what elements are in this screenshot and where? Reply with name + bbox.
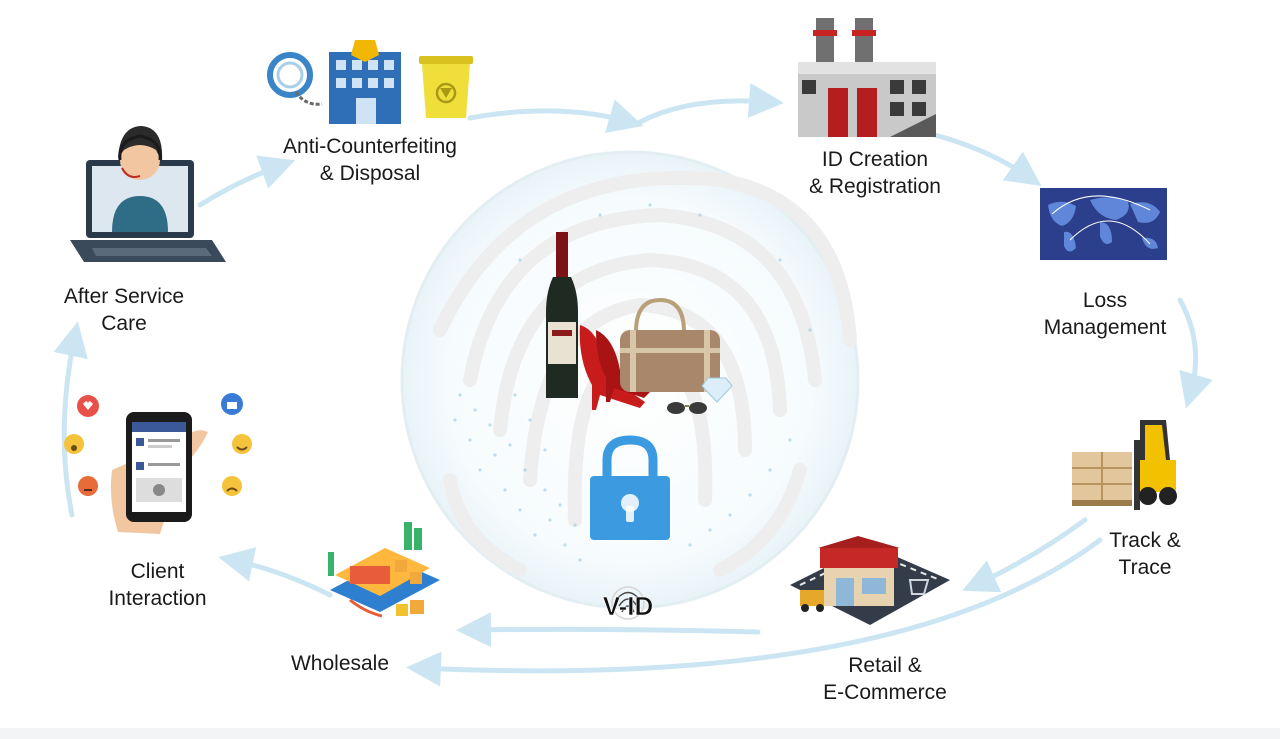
handbag-icon <box>620 297 720 392</box>
arrow-track-to-retail <box>962 517 1088 593</box>
arrow-top-left <box>467 99 644 134</box>
forklift-icon <box>1072 420 1177 510</box>
bottom-edge-strip <box>0 728 1280 739</box>
fingerprint-dots <box>453 203 812 562</box>
recycling-bin-icon <box>419 56 473 118</box>
support-agent-laptop-icon <box>70 126 226 262</box>
police-station-icon <box>329 40 401 124</box>
label-line: Loss <box>1082 289 1128 312</box>
sad-reaction-icon <box>222 476 242 496</box>
wine-bottle-icon <box>546 232 578 398</box>
laugh-reaction-icon <box>232 434 252 454</box>
arrow-retail-to-wholesale <box>456 612 761 648</box>
label-line: Client <box>130 560 185 583</box>
label-line: After Service <box>63 285 185 308</box>
label-line: Track & <box>1109 529 1181 552</box>
vid-logo: V-ID <box>602 586 654 621</box>
arrow-wholesale-to-client <box>218 547 333 598</box>
smartphone-social-icon <box>64 393 252 534</box>
label-line: & Disposal <box>319 162 421 185</box>
stage-label-loss-management: Loss Management <box>1020 287 1190 341</box>
arrow-top-right <box>637 82 784 125</box>
arrow-id-to-loss <box>932 132 1042 187</box>
label-line: Trace <box>1118 556 1172 579</box>
angry-reaction-icon <box>78 476 98 496</box>
wow-reaction-icon <box>64 434 84 454</box>
store-icon <box>790 536 950 625</box>
label-line: E-Commerce <box>823 681 947 704</box>
padlock-icon <box>590 435 670 540</box>
handcuffs-icon <box>267 52 323 106</box>
warehouse-phone-icon <box>328 522 440 618</box>
stage-label-client-interaction: Client Interaction <box>85 558 230 612</box>
stage-label-anti-counterfeiting: Anti-Counterfeiting & Disposal <box>260 133 480 187</box>
fingerprint-hub: V-ID <box>400 150 860 621</box>
label-line: ID Creation <box>821 148 929 171</box>
label-line: Care <box>101 312 147 335</box>
arrow-outer-bottom <box>406 537 1103 687</box>
stage-label-id-creation: ID Creation & Registration <box>780 146 970 200</box>
stage-label-track-trace: Track & Trace <box>1085 527 1205 581</box>
label-line: Management <box>1043 316 1167 339</box>
arrow-after-to-anti <box>197 155 296 208</box>
label-line: Anti-Counterfeiting <box>283 135 457 158</box>
world-map-icon <box>1040 188 1167 260</box>
stage-label-after-service: After Service Care <box>40 283 208 337</box>
vid-logo-text: V-ID <box>603 591 654 621</box>
factory-icon <box>798 18 936 137</box>
label-line: Interaction <box>108 587 207 610</box>
cycle-arrows <box>53 82 1213 687</box>
label-line: Retail & <box>848 654 922 677</box>
fingerprint-mini-icon <box>611 586 645 620</box>
sunglasses-icon <box>667 402 707 414</box>
arrow-client-to-after <box>53 321 88 518</box>
arrow-loss-to-track <box>1177 297 1213 409</box>
stage-label-wholesale: Wholesale <box>270 650 410 677</box>
label-line: & Registration <box>809 175 941 198</box>
label-line: Wholesale <box>290 652 390 675</box>
stage-label-retail: Retail & E-Commerce <box>800 652 970 706</box>
diamond-icon <box>701 377 733 403</box>
